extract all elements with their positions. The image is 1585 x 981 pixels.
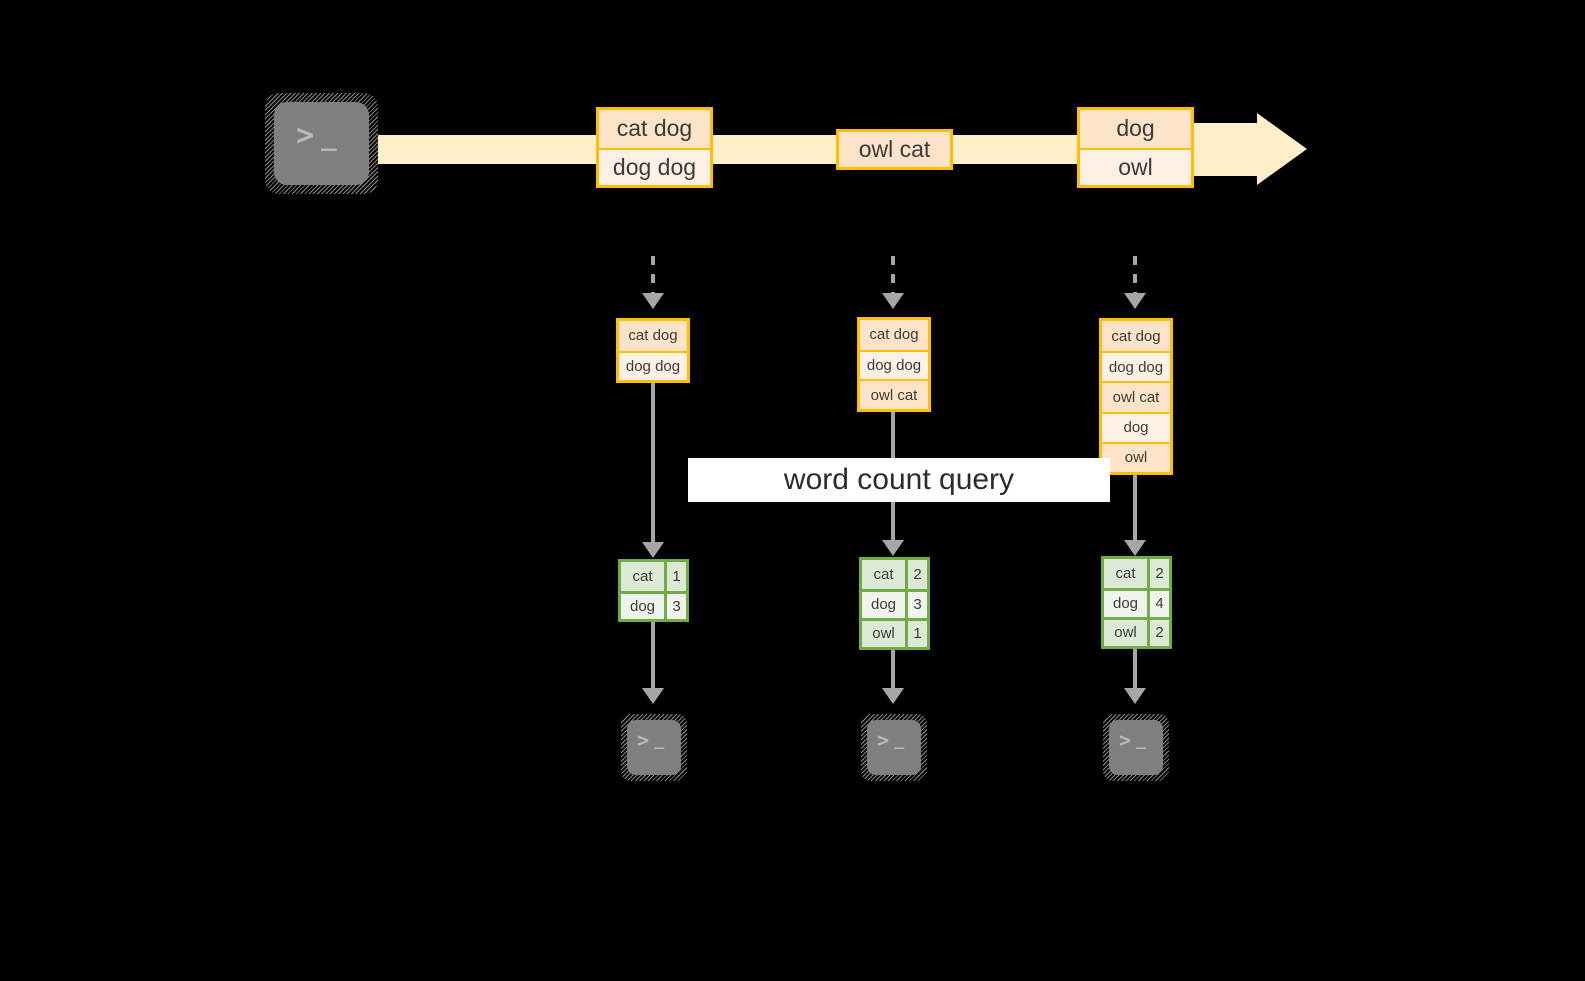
source-terminal-icon: > _	[265, 93, 378, 194]
stream-batch-row: owl cat	[839, 132, 950, 167]
result-word-cell: dog	[1104, 590, 1150, 617]
stream-batch-3: dog owl	[1077, 107, 1194, 188]
input-table-row: cat dog	[619, 321, 687, 351]
result-table-row: owl 2	[1104, 616, 1169, 646]
sink-arrowhead-icon-2	[882, 688, 904, 704]
stream-batch-row: dog dog	[599, 147, 710, 185]
input-table-3: cat dog dog dog owl cat dog owl	[1099, 318, 1173, 475]
query-arrowhead-icon-1	[642, 542, 664, 558]
sink-terminal-icon-1: > _	[621, 714, 687, 781]
result-count-cell: 1	[908, 620, 927, 647]
result-count-cell: 1	[667, 562, 686, 591]
result-count-cell: 3	[908, 591, 927, 618]
sink-connector-line-3	[1133, 649, 1137, 690]
result-word-cell: cat	[862, 560, 908, 589]
terminal-prompt-glyph: >	[637, 728, 650, 752]
feed-dashed-line-2	[891, 256, 895, 294]
result-count-cell: 2	[908, 560, 927, 589]
query-arrowhead-icon-3	[1124, 540, 1146, 556]
terminal-prompt-glyph: >	[1119, 728, 1132, 752]
query-label-band: word count query	[688, 458, 1110, 502]
result-word-cell: owl	[1104, 619, 1150, 646]
feed-arrowhead-icon-2	[882, 293, 904, 309]
terminal-body	[867, 720, 921, 775]
terminal-body	[274, 102, 369, 185]
input-table-row: dog dog	[1102, 351, 1170, 382]
terminal-cursor-glyph: _	[321, 122, 337, 152]
feed-dashed-line-1	[651, 256, 655, 294]
input-table-row: cat dog	[1102, 321, 1170, 352]
input-table-row: dog	[1102, 411, 1170, 442]
result-word-cell: owl	[862, 620, 908, 647]
query-label-text: word count query	[783, 463, 1015, 496]
result-table-row: cat 1	[621, 562, 686, 591]
stream-batch-row: dog	[1080, 110, 1191, 148]
terminal-cursor-glyph: _	[1136, 730, 1147, 750]
query-arrowhead-icon-2	[882, 540, 904, 556]
result-table-row: owl 1	[862, 617, 927, 647]
sink-connector-line-2	[891, 650, 895, 690]
input-table-row: owl	[1102, 441, 1170, 472]
result-count-cell: 2	[1150, 559, 1169, 588]
input-table-row: cat dog	[860, 320, 928, 350]
sink-terminal-icon-3: > _	[1103, 714, 1169, 781]
result-table-row: cat 2	[862, 560, 927, 589]
result-table-2: cat 2 dog 3 owl 1	[859, 557, 930, 650]
stream-batch-2: owl cat	[836, 129, 953, 170]
feed-arrowhead-icon-1	[642, 293, 664, 309]
input-table-2: cat dog dog dog owl cat	[857, 317, 931, 412]
result-table-row: cat 2	[1104, 559, 1169, 588]
sink-connector-line-1	[651, 622, 655, 690]
query-connector-line-1	[651, 383, 655, 544]
result-count-cell: 3	[667, 593, 686, 619]
result-word-cell: dog	[862, 591, 908, 618]
result-table-row: dog 3	[621, 590, 686, 619]
feed-dashed-line-3	[1133, 256, 1137, 294]
stream-arrow-shaft-wide	[1188, 123, 1258, 176]
result-word-cell: cat	[1104, 559, 1150, 588]
input-table-1: cat dog dog dog	[616, 318, 690, 383]
input-table-row: dog dog	[619, 350, 687, 380]
terminal-prompt-glyph: >	[296, 118, 315, 153]
sink-arrowhead-icon-1	[642, 688, 664, 704]
result-table-1: cat 1 dog 3	[618, 559, 689, 622]
input-table-row: dog dog	[860, 349, 928, 380]
result-count-cell: 2	[1150, 619, 1169, 646]
terminal-cursor-glyph: _	[894, 730, 905, 750]
terminal-prompt-glyph: >	[877, 728, 890, 752]
result-table-3: cat 2 dog 4 owl 2	[1101, 556, 1172, 649]
terminal-body	[1109, 720, 1163, 775]
stream-batch-1: cat dog dog dog	[596, 107, 713, 188]
sink-terminal-icon-2: > _	[861, 714, 927, 781]
query-connector-line-3	[1133, 475, 1137, 542]
input-table-row: owl cat	[860, 379, 928, 409]
stream-batch-row: cat dog	[599, 110, 710, 148]
result-count-cell: 4	[1150, 590, 1169, 617]
stream-arrowhead-icon	[1257, 113, 1307, 185]
stream-batch-row: owl	[1080, 147, 1191, 185]
result-word-cell: cat	[621, 562, 667, 591]
result-table-row: dog 3	[862, 588, 927, 618]
input-table-row: owl cat	[1102, 381, 1170, 412]
result-word-cell: dog	[621, 593, 667, 619]
result-table-row: dog 4	[1104, 587, 1169, 617]
feed-arrowhead-icon-3	[1124, 293, 1146, 309]
terminal-body	[627, 720, 681, 775]
terminal-cursor-glyph: _	[654, 730, 665, 750]
sink-arrowhead-icon-3	[1124, 688, 1146, 704]
